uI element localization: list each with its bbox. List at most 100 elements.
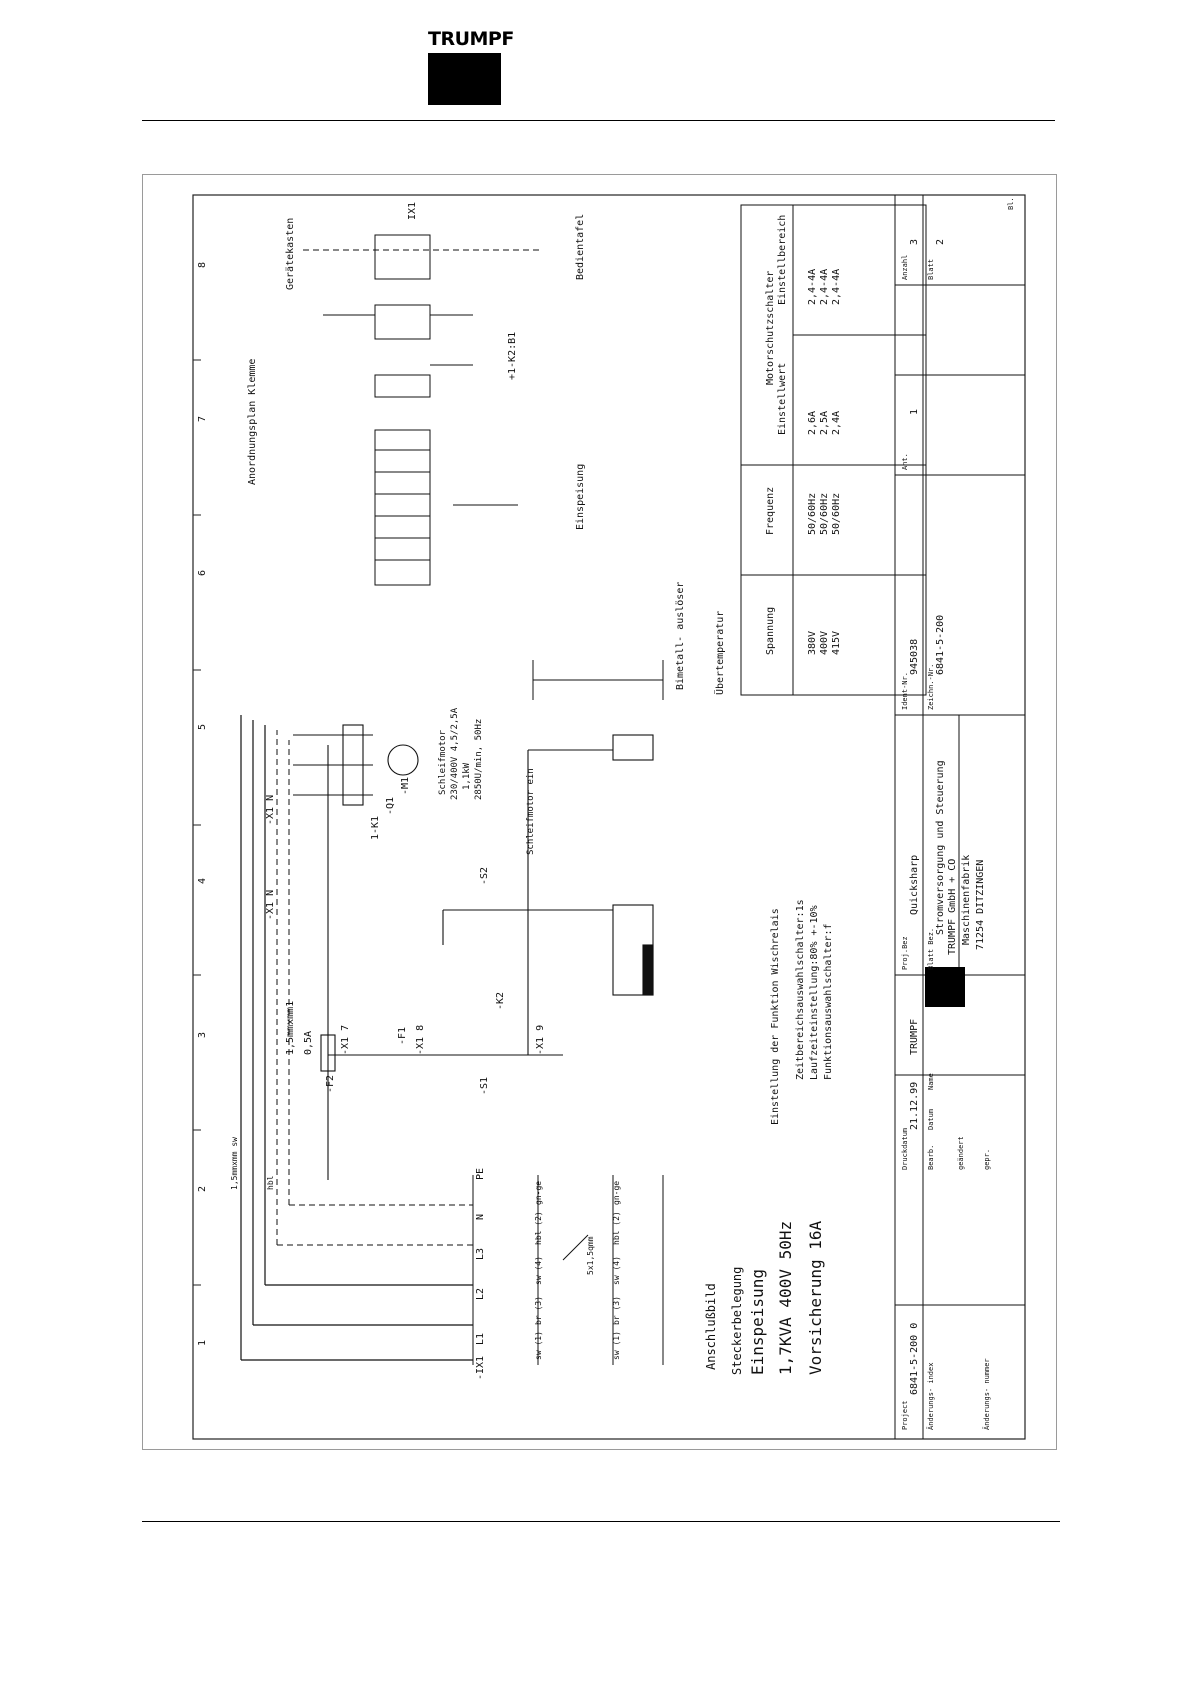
- infeed-label: Einspeisung: [575, 464, 586, 530]
- motor-on-label: Schleifmotor ein: [526, 768, 536, 855]
- wire-color: hbl (2): [534, 1211, 543, 1245]
- cable-hbl-label: hbl: [266, 1175, 275, 1190]
- column-number: 5: [197, 724, 208, 730]
- column-number: 7: [197, 416, 208, 422]
- timer-setting: Laufzeiteinstellung:80% +-10%: [809, 905, 820, 1080]
- table-header: Spannung: [765, 607, 776, 655]
- q1-label: -Q1: [385, 797, 396, 815]
- project-number: 6841-5-200 0: [909, 1323, 920, 1395]
- timer-setting: Zeitbereichsauswahlschalter:1s: [795, 899, 806, 1080]
- title-label: Ant.: [901, 453, 909, 470]
- table-cell: 2,5A: [819, 411, 830, 435]
- table-cell: 2,6A: [807, 411, 818, 435]
- title-label: Project: [901, 1400, 909, 1430]
- sheet-number: 2: [935, 239, 946, 245]
- cable-ctrl-label: 1,5mmxmm1: [285, 1001, 296, 1055]
- device-box-label: Gerätekasten: [285, 218, 296, 290]
- quantity: 1: [909, 409, 920, 415]
- cable-plug-label: 5x1,5qmm: [586, 1236, 595, 1275]
- connection-title: Anschlußbild: [704, 1283, 718, 1370]
- title-label: Datum: [927, 1109, 935, 1130]
- x1-terminal: -X1 N: [265, 795, 276, 825]
- title-label: Bearb.: [927, 1145, 935, 1170]
- logo-block: [428, 53, 501, 105]
- table-header: Motorschutzschalter: [765, 271, 776, 385]
- title-label: Blatt: [927, 259, 935, 280]
- s2-label: -S2: [479, 867, 490, 885]
- x1-block-label: IX1: [407, 202, 418, 220]
- timer-setting: Funktionsauswahlschalter:f: [823, 923, 834, 1080]
- column-number: 6: [197, 570, 208, 576]
- function-title: Einstellung der Funktion Wischrelais: [770, 908, 781, 1125]
- infeed-fuse: Vorsicherung 16A: [806, 1221, 825, 1375]
- motor-spec: 2850U/min, 50Hz: [474, 719, 484, 800]
- table-cell: 415V: [831, 631, 842, 655]
- company-line: Maschinenfabrik: [961, 855, 972, 945]
- company-short: TRUMPF: [909, 1019, 920, 1055]
- sheet-description: Stromversorgung und Steuerung: [935, 760, 946, 935]
- title-label: Blatt Bez.: [927, 928, 935, 970]
- column-number: 3: [197, 1032, 208, 1038]
- motor-spec: 230/400V 4,5/2,5A: [450, 707, 460, 800]
- fuse-rating: 0,5A: [303, 1031, 314, 1055]
- wire-color: hbl (2): [612, 1211, 621, 1245]
- title-label: Bl.: [1007, 197, 1015, 210]
- k2-reference: +1-K2:B1: [507, 332, 518, 380]
- table-cell: 50/60Hz: [831, 493, 842, 535]
- company-full: TRUMPF GmbH + CO: [947, 859, 958, 955]
- overtemp-label: Übertemperatur: [713, 611, 726, 695]
- plug-title: Steckerbelegung: [730, 1267, 744, 1375]
- table-cell: 2,4-4A: [819, 269, 830, 305]
- control-panel-label: Bedientafel: [575, 214, 586, 280]
- title-block-logo: [925, 967, 965, 1007]
- sheet-count: 3: [909, 239, 920, 245]
- table-cell: 380V: [807, 631, 818, 655]
- bimetal-label: Bimetall- auslöser: [675, 582, 686, 690]
- project-name: Quicksharp: [909, 855, 920, 915]
- wire-color: gn-ge: [534, 1181, 543, 1205]
- plug-pin: L1: [475, 1333, 486, 1345]
- k1-label: 1-K1: [370, 816, 381, 840]
- plug-pin: L3: [475, 1248, 486, 1260]
- table-cell: 50/60Hz: [819, 493, 830, 535]
- table-header: Frequenz: [765, 487, 776, 535]
- trumpf-logo: TRUMPF: [428, 28, 514, 106]
- plug-pin: L2: [475, 1288, 486, 1300]
- drawing-frame: 1 2 3 4 5 6 7 8 -IX1 L1 L2 L3 N PE: [142, 174, 1057, 1450]
- k2-label: -K2: [495, 992, 506, 1010]
- title-label: Name: [927, 1073, 935, 1090]
- company-line: 71254 DITZINGEN: [975, 860, 986, 950]
- column-number: 1: [197, 1340, 208, 1346]
- title-label: Ident-Nr.: [901, 672, 909, 710]
- logo-wordmark: TRUMPF: [428, 28, 514, 50]
- cable-main-label: 1,5mmxmm sw: [230, 1137, 239, 1190]
- infeed-spec: 1,7KVA 400V 50Hz: [776, 1221, 795, 1375]
- wire-color: gn-ge: [612, 1181, 621, 1205]
- wire-color: sw (1): [612, 1331, 621, 1360]
- m1-label: -M1: [400, 777, 411, 795]
- wire-color: br (3): [534, 1296, 543, 1325]
- infeed-title: Einspeisung: [748, 1269, 767, 1375]
- motor-label: Schleifmotor: [438, 729, 448, 795]
- table-cell: 400V: [819, 631, 830, 655]
- wire-color: sw (1): [534, 1331, 543, 1360]
- footer-rule: [142, 1521, 1060, 1522]
- column-number: 2: [197, 1186, 208, 1192]
- plug-pin: PE: [475, 1168, 486, 1180]
- x1-terminal: -X1 9: [535, 1025, 546, 1055]
- plug-pin: N: [475, 1214, 486, 1220]
- title-label: Druckdatum: [901, 1128, 909, 1170]
- table-rows: 380V 400V 415V 50/60Hz 50/60Hz 50/60Hz 2…: [807, 269, 842, 655]
- f1-label: -F1: [397, 1027, 408, 1045]
- header-rule: [142, 120, 1055, 121]
- arrangement-title: Anordnungsplan Klemme: [247, 359, 258, 485]
- x1-terminal: -X1 8: [415, 1025, 426, 1055]
- title-label: geändert: [957, 1136, 965, 1170]
- motor-spec: 1,1kW: [462, 762, 472, 790]
- wire-color: br (3): [612, 1296, 621, 1325]
- x1-terminal: -X1 7: [340, 1025, 351, 1055]
- s1-label: -S1: [479, 1077, 490, 1095]
- table-cell: 2,4-4A: [831, 269, 842, 305]
- title-label: Änderungs- nummer: [982, 1358, 991, 1430]
- title-label: Proj.Bez: [901, 936, 909, 970]
